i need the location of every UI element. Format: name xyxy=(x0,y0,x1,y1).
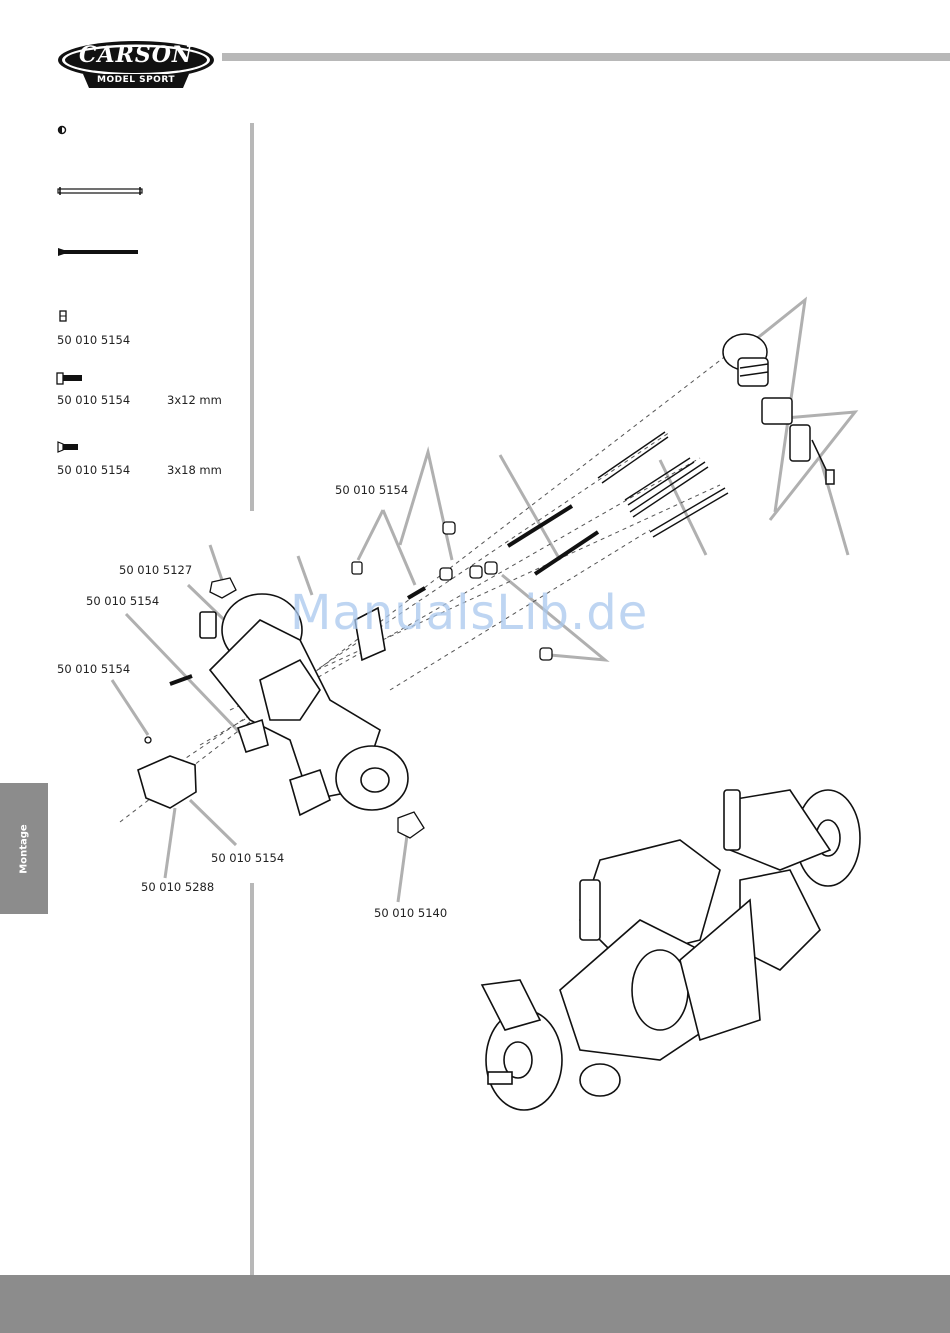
callout-label-4: 50 010 5154 xyxy=(57,662,130,676)
footer-bar xyxy=(0,1275,950,1333)
callout-label-7: 50 010 5140 xyxy=(374,906,447,920)
callout-label-3: 50 010 5154 xyxy=(86,594,159,608)
callout-label-2: 50 010 5127 xyxy=(119,563,192,577)
callout-label-6: 50 010 5288 xyxy=(141,880,214,894)
watermark: ManualsLib.de xyxy=(290,585,648,641)
callout-label-1: 50 010 5154 xyxy=(335,483,408,497)
callout-label-5: 50 010 5154 xyxy=(211,851,284,865)
long-pins xyxy=(598,432,728,537)
axle-assembled xyxy=(482,790,860,1110)
